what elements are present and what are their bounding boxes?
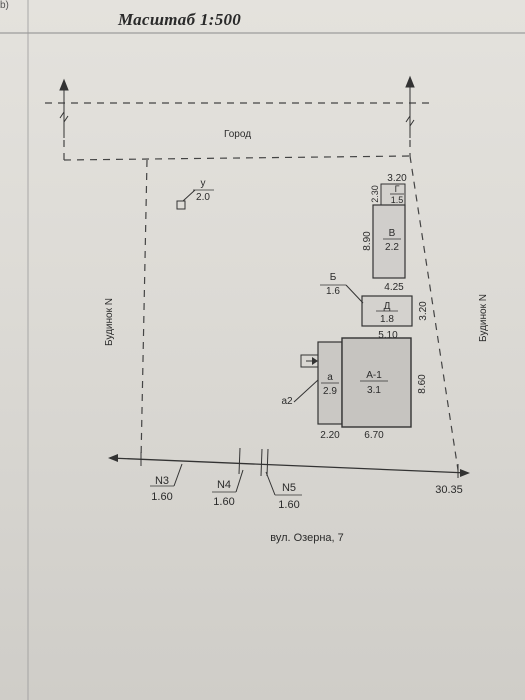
building-v-height: 8.90	[362, 231, 373, 251]
building-d-width: 5.10	[378, 330, 398, 341]
item-u: у 2.0	[176, 178, 214, 210]
building-a1-letter: А-1	[366, 370, 382, 381]
building-a1-height: 8.60	[417, 374, 428, 394]
corner-mark: b)	[0, 0, 9, 11]
building-g-height: 2.30	[370, 185, 380, 203]
point-n4-name: N4	[217, 479, 231, 491]
point-n5: N5 1.60	[265, 471, 302, 511]
building-a1-value: 3.1	[367, 385, 381, 396]
building-b-letter: Б	[330, 272, 337, 283]
street-line: 30.35	[108, 447, 470, 496]
building-v: 8.90 В 2.2 4.25	[362, 204, 406, 293]
building-v-value: 2.2	[385, 242, 399, 253]
building-d-height: 3.20	[418, 301, 429, 321]
item-u-letter: у	[201, 178, 206, 189]
item-u-value: 2.0	[196, 192, 210, 203]
point-n4: N4 1.60	[212, 469, 244, 508]
plot-boundary	[45, 102, 459, 471]
building-g-value: 1.5	[391, 195, 404, 205]
building-g-width: 3.20	[387, 173, 407, 184]
west-neighbor-label: Будинок N	[104, 298, 115, 346]
porch-label: а2	[281, 396, 293, 407]
building-a: а 2.9 2.20	[317, 341, 343, 441]
north-neighbor-label: Город	[224, 129, 251, 140]
point-n4-value: 1.60	[213, 496, 234, 508]
building-a-letter: а	[327, 372, 333, 383]
point-n5-name: N5	[282, 482, 296, 494]
building-v-letter: В	[389, 228, 396, 239]
building-b-callout: Б 1.6	[320, 272, 364, 304]
building-a-width: 2.20	[320, 430, 340, 441]
building-a1-width: 6.70	[364, 430, 384, 441]
porch-a2: а2	[281, 354, 319, 407]
scale-title: Масштаб 1:500	[118, 10, 242, 29]
building-g: 3.20 2.30 Г 1.5	[370, 173, 407, 206]
point-n3: N3 1.60	[150, 463, 183, 503]
north-arrow-right	[405, 75, 415, 138]
street-address: вул. Озерна, 7	[270, 532, 344, 544]
east-neighbor-label: Будинок N	[478, 294, 489, 342]
building-b-value: 1.6	[326, 286, 340, 297]
building-d-letter: Д	[384, 301, 391, 312]
point-n3-name: N3	[155, 475, 169, 487]
building-d: Д 1.8 3.20 5.10	[361, 295, 429, 341]
point-n5-value: 1.60	[278, 499, 299, 511]
building-a-value: 2.9	[323, 386, 337, 397]
building-a1: А-1 3.1 8.60 6.70	[341, 337, 428, 441]
building-g-letter: Г	[395, 184, 400, 194]
street-length: 30.35	[435, 484, 463, 496]
north-arrow-left	[59, 78, 69, 138]
building-d-value: 1.8	[380, 314, 394, 325]
building-v-width: 4.25	[384, 282, 404, 293]
item-u-marker	[176, 200, 186, 210]
point-n3-value: 1.60	[151, 491, 172, 503]
